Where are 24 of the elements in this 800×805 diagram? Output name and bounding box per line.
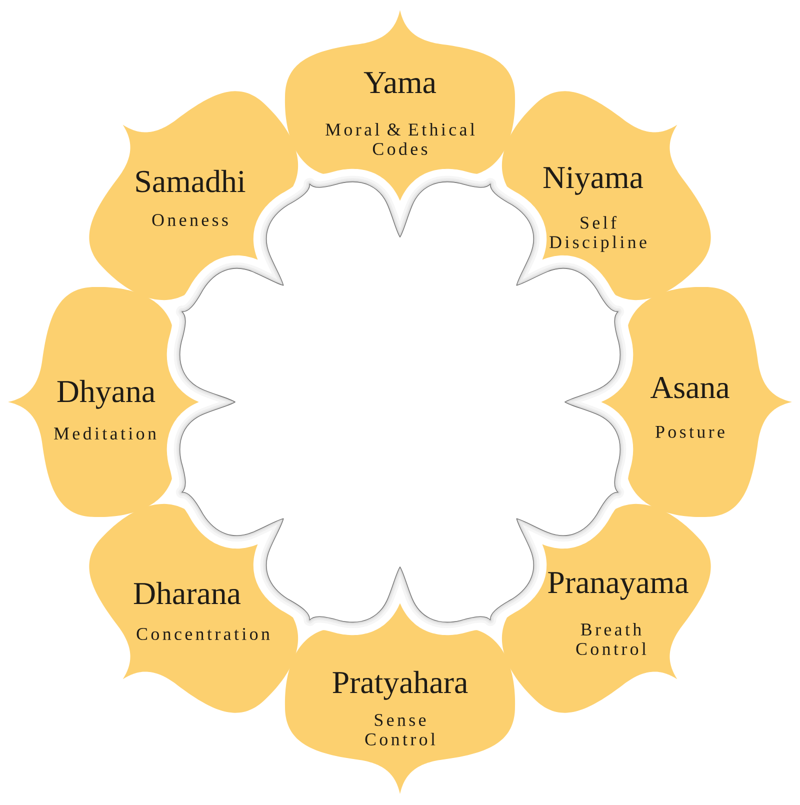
petal	[89, 504, 298, 713]
petal-subtitle: Breath Control	[576, 622, 646, 656]
petal-subtitle: Self Discipline	[550, 216, 646, 252]
petal-subtitle: Concentration	[136, 628, 270, 640]
petal	[284, 603, 516, 794]
petal-subtitle: Moral & Ethical Codes	[326, 122, 475, 156]
petal-title: Dharana	[134, 582, 241, 604]
petal	[284, 10, 516, 201]
petal-title: Pratyahara	[332, 670, 468, 700]
petal-subtitle: Oneness	[152, 214, 228, 226]
petal	[502, 91, 711, 300]
petal-title: Niyama	[543, 166, 644, 195]
petal-title: Pranayama	[548, 572, 688, 600]
petal-title: Dhyana	[57, 380, 156, 409]
petal-subtitle: Meditation	[54, 426, 156, 440]
petal	[8, 286, 199, 518]
petal	[601, 286, 792, 518]
petal	[89, 91, 298, 300]
petal-subtitle: Posture	[656, 426, 724, 438]
petal-title: Asana	[650, 376, 730, 398]
petal-title: Yama	[364, 72, 436, 94]
petal	[502, 504, 711, 713]
petal-title: Samadhi	[136, 170, 246, 192]
petal-subtitle: Sense Control	[365, 714, 436, 746]
